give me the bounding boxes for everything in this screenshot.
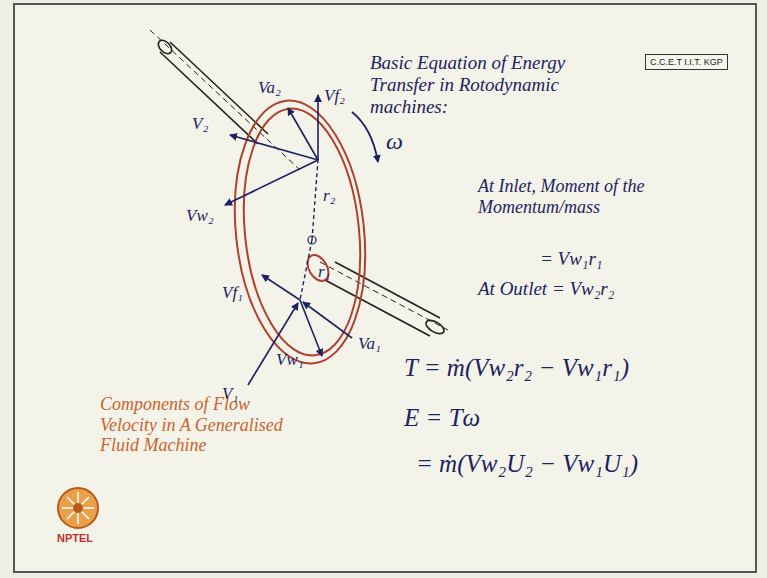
vector-label: Va₁	[358, 334, 381, 354]
velocity-vector	[225, 95, 352, 385]
radius-label: r₂	[323, 186, 336, 206]
impeller-disc	[223, 94, 378, 370]
figure-caption: Components of Flow Velocity in A General…	[100, 394, 305, 456]
vector-label: Vw₂	[186, 206, 214, 226]
stamp-box: C.C.E.T I.I.T. KGP	[645, 54, 728, 70]
rotation-arrow	[352, 112, 378, 162]
logo	[58, 488, 98, 528]
equation: T = ṁ(Vw₂r₂ − Vw₁r₁)	[404, 354, 629, 383]
vector-label: Vf₁	[222, 283, 243, 303]
vector-label: Vw₁	[276, 350, 304, 370]
vector-label: Va₂	[258, 78, 281, 98]
vector-label: Vf₂	[324, 86, 345, 106]
slide-frame	[14, 4, 756, 572]
slide-title: Basic Equation of Energy Transfer in Rot…	[370, 52, 632, 118]
stamp-text: C.C.E.T I.I.T. KGP	[650, 57, 723, 67]
radius-label: r₁	[318, 262, 331, 282]
equation: = ṁ(Vw₂U₂ − Vw₁U₁)	[416, 450, 638, 479]
note-text: At Inlet, Moment of the Momentum/mass	[478, 176, 673, 217]
vector-label: V₁	[222, 384, 238, 404]
radius-line	[300, 160, 318, 300]
vector-label: V₂	[192, 114, 208, 134]
equation: At Outlet = Vw₂r₂	[478, 278, 614, 300]
logo-text: NPTEL	[57, 532, 93, 545]
equation: = Vw₁r₁	[540, 248, 602, 270]
rotation-label: ω	[386, 128, 403, 156]
equation: E = Tω	[404, 404, 480, 433]
